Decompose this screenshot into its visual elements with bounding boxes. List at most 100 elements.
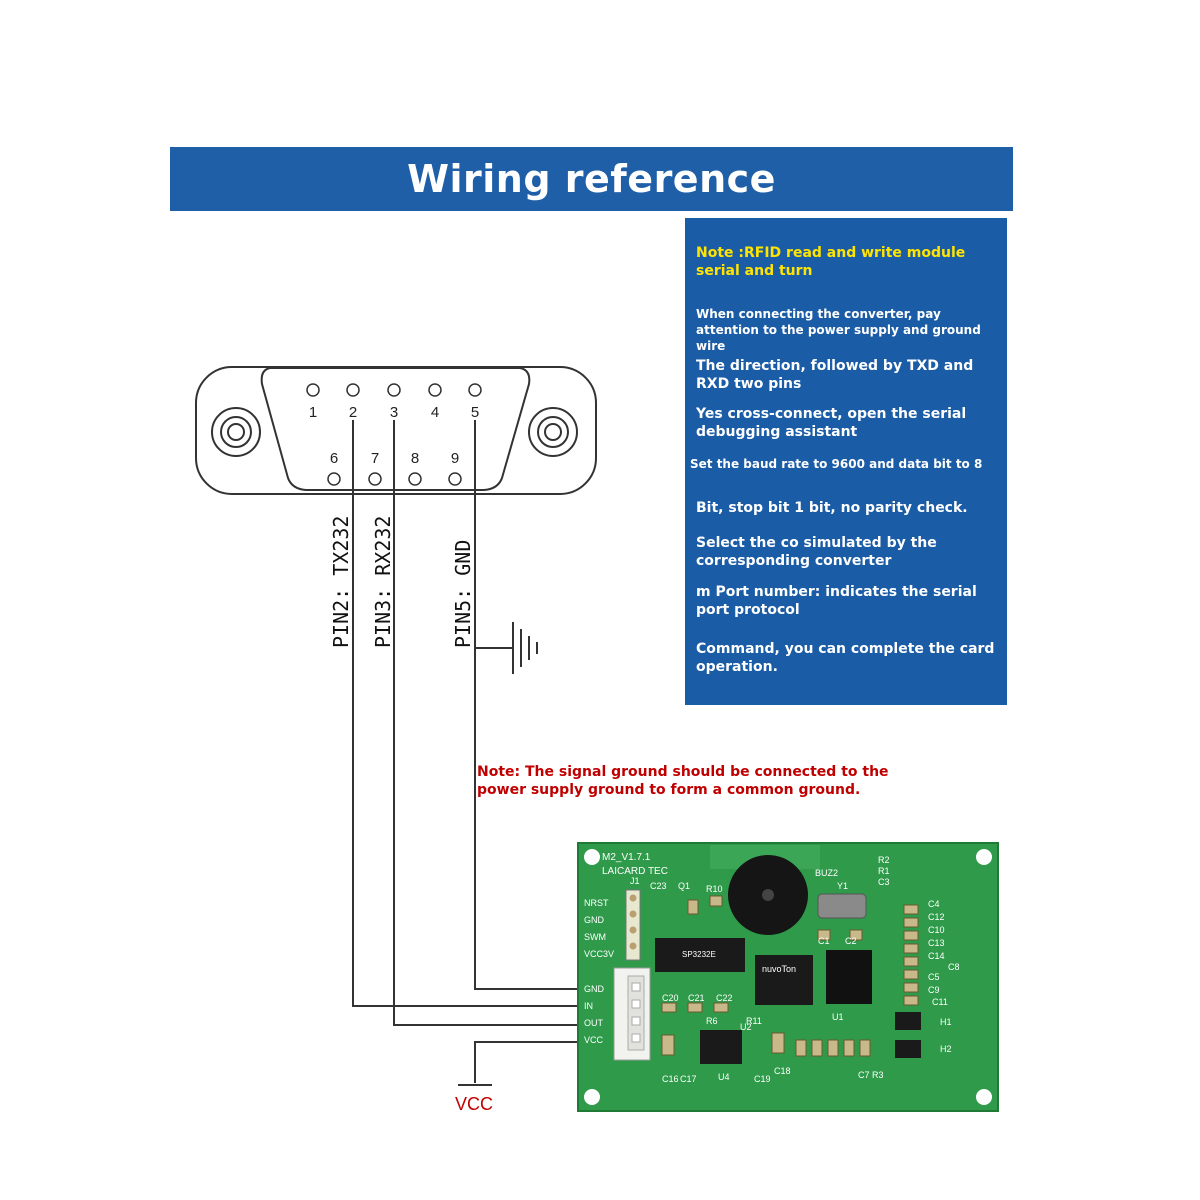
note-line: The direction, followed by TXD and RXD t… [696,358,974,392]
vcc-label: VCC [455,1094,494,1114]
buzzer [728,855,808,935]
mounting-hole [976,849,992,865]
mounting-hole [584,849,600,865]
component-label: R3 [872,1070,884,1080]
pin-number: 7 [371,450,379,467]
wire-gnd [474,420,582,990]
chip-u4 [700,1030,742,1064]
component-label: C19 [754,1074,771,1084]
component-label: C20 [662,993,679,1003]
inductor-h1 [895,1012,921,1030]
chip-nuvoton: nuvoTon [755,955,813,1005]
component-label: BUZ2 [815,868,838,878]
component-label: C14 [928,951,945,961]
component-label: Y1 [837,881,848,891]
component-label: C22 [716,993,733,1003]
note-heading: Note :RFID read and write module serial … [696,245,966,279]
ground-icon [512,622,538,674]
pin-number: 1 [309,404,317,421]
header-pin-label: GND [584,915,605,925]
pin-number: 8 [411,450,419,467]
wire-rx232 [393,420,582,1026]
mounting-hole-left [211,407,261,457]
component-label: Q1 [678,881,690,891]
wire-label-gnd: PIN5: GND [451,540,475,648]
component-label: C16 [662,1074,679,1084]
header-pin-label: VCC3V [584,949,614,959]
mounting-hole-right [528,407,578,457]
connector-pin-label: VCC [584,1035,604,1045]
note-line: Select the co simulated by the correspon… [696,535,937,569]
pin-number: 3 [390,404,398,421]
connector-pin [306,383,320,397]
connector-pin [428,383,442,397]
pin-number: 9 [451,450,459,467]
component-label: C10 [928,925,945,935]
connector-pin [448,472,462,486]
connector-pin [468,383,482,397]
rfid-module-board: M2_V1.7.1 LAICARD TEC NRST GND SWM VCC3V GN… [577,842,999,1112]
inductor-h2 [895,1040,921,1058]
note-line: Set the baud rate to 9600 and data bit t… [690,457,983,471]
connector-pin [327,472,341,486]
component-label: C8 [948,962,960,972]
component-label: C7 [858,1070,870,1080]
chip-sp3232e: SP3232E [655,938,745,972]
crystal-y1 [817,893,867,919]
component-label: C2 [845,936,857,946]
board-maker: LAICARD TEC [602,866,668,877]
component-label: C12 [928,912,945,922]
connector-pin [387,383,401,397]
component-label: C23 [650,881,667,891]
header-pin-label: SWM [584,932,606,942]
note-line: m Port number: indicates the serial port… [696,584,977,618]
component-label: U4 [718,1072,730,1082]
connector-pin [368,472,382,486]
component-label: C17 [680,1074,697,1084]
note-line: Command, you can complete the card opera… [696,641,995,675]
component-label: C21 [688,993,705,1003]
component-label: C13 [928,938,945,948]
page-title: Wiring reference [407,157,776,201]
chip-label: SP3232E [682,950,716,959]
board-version: M2_V1.7.1 [602,852,651,863]
pin-number: 5 [471,404,479,421]
component-label: U2 [740,1022,752,1032]
connector-pin-label: GND [584,984,605,994]
component-label: H1 [940,1017,952,1027]
component-label: R6 [706,1016,718,1026]
component-label: C11 [932,997,948,1007]
connector-pin-label: OUT [584,1018,604,1028]
component-label: C4 [928,899,940,909]
component-label: C5 [928,972,940,982]
connector-pin-label: IN [584,1001,593,1011]
wire-tx232 [352,420,582,1007]
chip-u1 [826,950,872,1004]
chip-label: nuvoTon [762,964,796,974]
wire-label-rx232: PIN3: RX232 [371,516,395,648]
wires [352,420,582,1086]
component-label: R2 [878,855,890,865]
wire-vcc [474,1041,582,1083]
component-label: R11 [746,1016,762,1026]
component-label: C1 [818,936,830,946]
pin-number: 4 [431,404,439,421]
mounting-hole [584,1089,600,1105]
header-pin-label: NRST [584,898,609,908]
component-label: C9 [928,985,940,995]
component-label: C18 [774,1066,791,1076]
mounting-hole [976,1089,992,1105]
component-label: J1 [630,876,640,886]
component-label: C3 [878,877,890,887]
ground-warning-note: Note: The signal ground should be connec… [477,764,889,798]
note-line: Yes cross-connect, open the serial debug… [696,406,967,440]
connector-pin [346,383,360,397]
title-banner: Wiring reference [170,147,1013,211]
pin-header-j1 [625,889,641,961]
component-label: U1 [832,1012,844,1022]
smd-components [661,895,871,1057]
component-label: H2 [940,1044,952,1054]
note-line: Bit, stop bit 1 bit, no parity check. [696,500,968,516]
